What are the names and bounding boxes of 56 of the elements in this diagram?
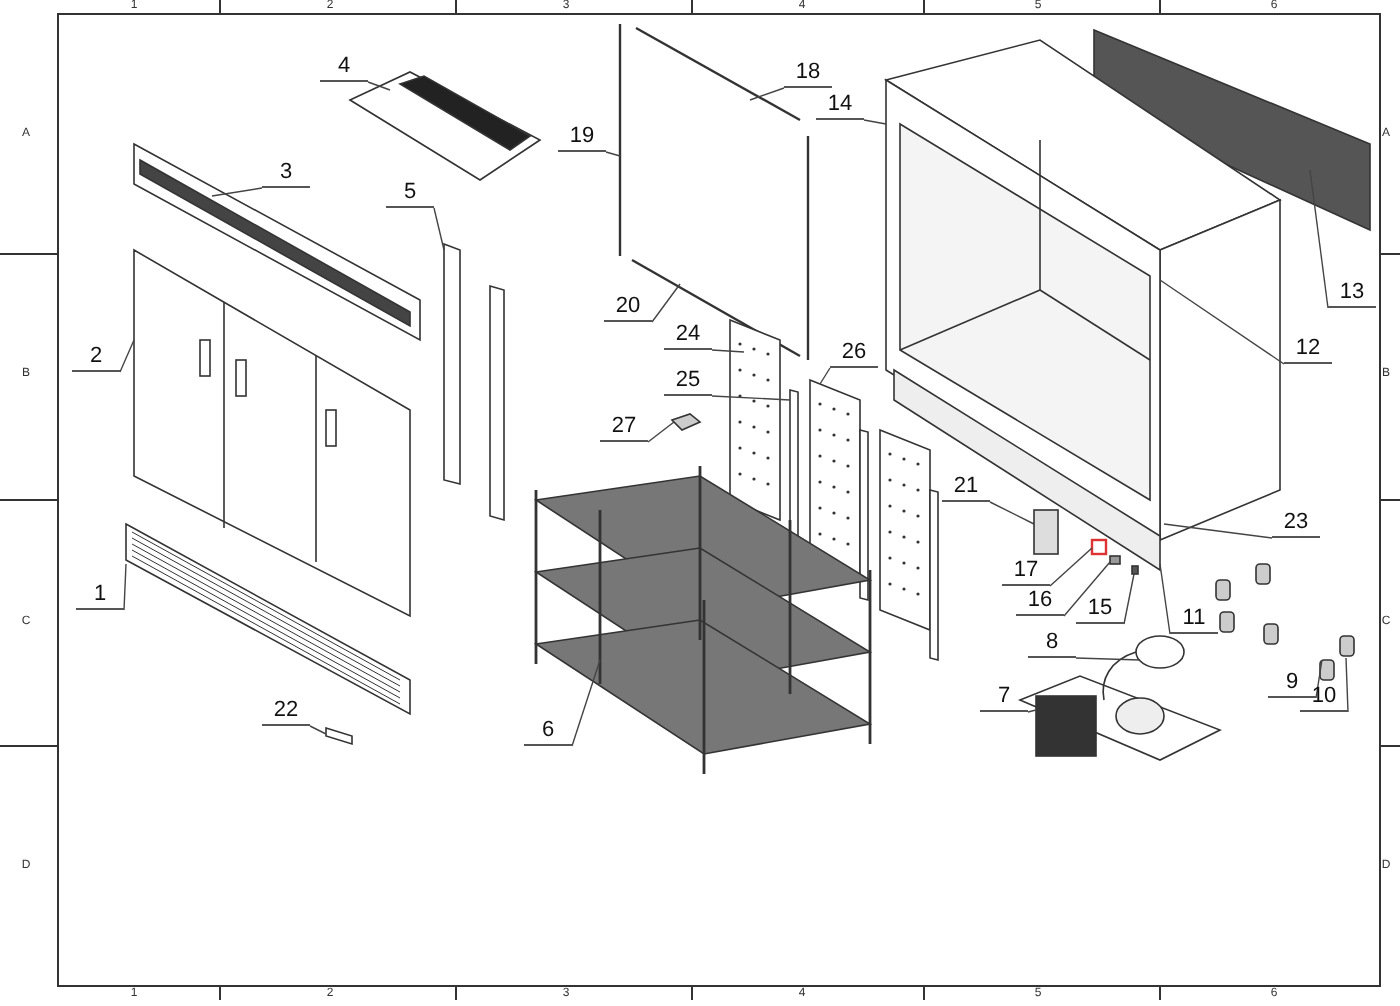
- leader-line: [749, 87, 785, 101]
- callout-number: 15: [1076, 594, 1124, 624]
- leader-line: [989, 501, 1035, 525]
- leader-line: [651, 283, 681, 323]
- callout-number: 4: [320, 52, 368, 82]
- leader-line: [1075, 657, 1141, 661]
- callout-number: 14: [816, 90, 864, 120]
- leader-line: [211, 187, 263, 197]
- leader-line: [711, 395, 791, 401]
- callout-number: 21: [942, 472, 990, 502]
- leader-line: [367, 81, 391, 91]
- callout-number: 27: [600, 412, 648, 442]
- callout-number: 26: [830, 338, 878, 368]
- leader-line: [819, 367, 831, 385]
- callout-number: 11: [1170, 604, 1218, 634]
- leader-line: [1309, 169, 1329, 309]
- leader-line: [863, 119, 887, 125]
- callout-number: 9: [1268, 668, 1316, 698]
- callout-number: 19: [558, 122, 606, 152]
- leader-line: [1123, 573, 1135, 625]
- callout-number: 18: [784, 58, 832, 88]
- callout-number: 25: [664, 366, 712, 396]
- leader-line: [1159, 279, 1285, 365]
- callout-number: 20: [604, 292, 652, 322]
- leader-line: [123, 563, 127, 611]
- leader-line: [1049, 547, 1093, 587]
- leader-line: [433, 207, 445, 251]
- leader-line: [1163, 523, 1273, 539]
- vent-grille: [1033, 509, 1059, 555]
- leader-line: [711, 349, 745, 353]
- leader-line: [605, 151, 621, 157]
- callout-number: 6: [524, 716, 572, 746]
- leader-line: [1315, 659, 1323, 699]
- leader-line: [1027, 709, 1037, 713]
- callout-number: 3: [262, 158, 310, 188]
- callout-number: 12: [1284, 334, 1332, 364]
- leader-line: [571, 659, 601, 747]
- callout-number: 7: [980, 682, 1028, 712]
- callout-number: 5: [386, 178, 434, 208]
- leader-line: [647, 421, 675, 443]
- callout-number: 13: [1328, 278, 1376, 308]
- callout-number: 10: [1300, 682, 1348, 712]
- callout-number: 24: [664, 320, 712, 350]
- bracket-drawing: [670, 413, 702, 431]
- callout-number: 22: [262, 696, 310, 726]
- leader-line: [309, 725, 327, 735]
- leader-line: [1345, 657, 1349, 713]
- callout-number: 16: [1016, 586, 1064, 616]
- callout-number: 8: [1028, 628, 1076, 658]
- callout-number: 23: [1272, 508, 1320, 538]
- leader-line: [1063, 561, 1111, 617]
- leader-line: [1159, 563, 1171, 635]
- callout-number: 2: [72, 342, 120, 372]
- leader-line: [119, 339, 135, 373]
- callout-number: 1: [76, 580, 124, 610]
- callout-number: 17: [1002, 556, 1050, 586]
